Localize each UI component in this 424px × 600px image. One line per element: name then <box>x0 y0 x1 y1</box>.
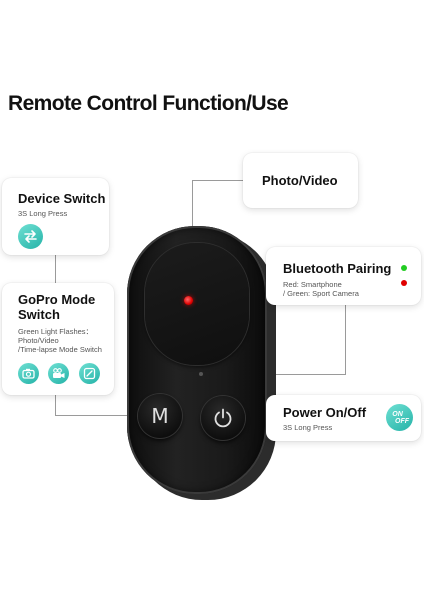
bluetooth-pairing-card: Bluetooth Pairing Red: Smartphone / Gree… <box>266 247 421 305</box>
power-on-off-title: Power On/Off <box>283 405 367 420</box>
gopro-mode-subtitle-line2: Photo/Video <box>18 336 59 345</box>
mode-button[interactable]: M <box>138 394 182 438</box>
video-camera-icon <box>48 363 69 384</box>
power-on-off-subtitle: 3S Long Press <box>283 423 333 432</box>
bluetooth-indicator-led <box>199 372 203 376</box>
connector-line <box>192 180 244 181</box>
photo-video-title: Photo/Video <box>262 173 338 188</box>
on-off-badge-icon: ON OFF <box>386 404 413 431</box>
gopro-mode-switch-card: GoPro Mode Switch Green Light Flashes： P… <box>2 283 114 395</box>
timelapse-icon <box>79 363 100 384</box>
off-label: OFF <box>395 417 409 425</box>
swap-arrows-icon <box>18 224 43 249</box>
gopro-mode-subtitle-line3: /Time-lapse Mode Switch <box>18 345 102 354</box>
connector-line <box>55 255 56 283</box>
gopro-mode-subtitle-line1: Green Light Flashes： <box>18 327 94 336</box>
red-indicator-dot <box>401 280 407 286</box>
bluetooth-pairing-title: Bluetooth Pairing <box>283 261 392 276</box>
photo-video-button[interactable] <box>145 243 249 365</box>
mode-button-label: M <box>151 404 169 428</box>
page-title: Remote Control Function/Use <box>8 92 289 115</box>
power-on-off-card: Power On/Off 3S Long Press ON OFF <box>266 395 421 441</box>
camera-icon <box>18 363 39 384</box>
connector-line <box>345 305 346 374</box>
status-led <box>184 296 193 305</box>
connector-line <box>55 395 56 415</box>
device-switch-title: Device Switch <box>18 191 106 206</box>
device-switch-subtitle: 3S Long Press <box>18 209 68 218</box>
device-switch-card: Device Switch 3S Long Press <box>2 178 109 255</box>
gopro-mode-title-line1: GoPro Mode <box>18 292 96 307</box>
connector-line <box>55 415 147 416</box>
bluetooth-subtitle-red: Red: Smartphone <box>283 280 342 289</box>
power-icon <box>214 408 232 428</box>
on-label: ON <box>392 410 403 418</box>
photo-video-card: Photo/Video <box>243 153 358 208</box>
power-button[interactable] <box>201 396 245 440</box>
green-indicator-dot <box>401 265 407 271</box>
gopro-mode-title-line2: Switch <box>18 307 60 322</box>
bluetooth-subtitle-green: / Green: Sport Camera <box>283 289 359 298</box>
